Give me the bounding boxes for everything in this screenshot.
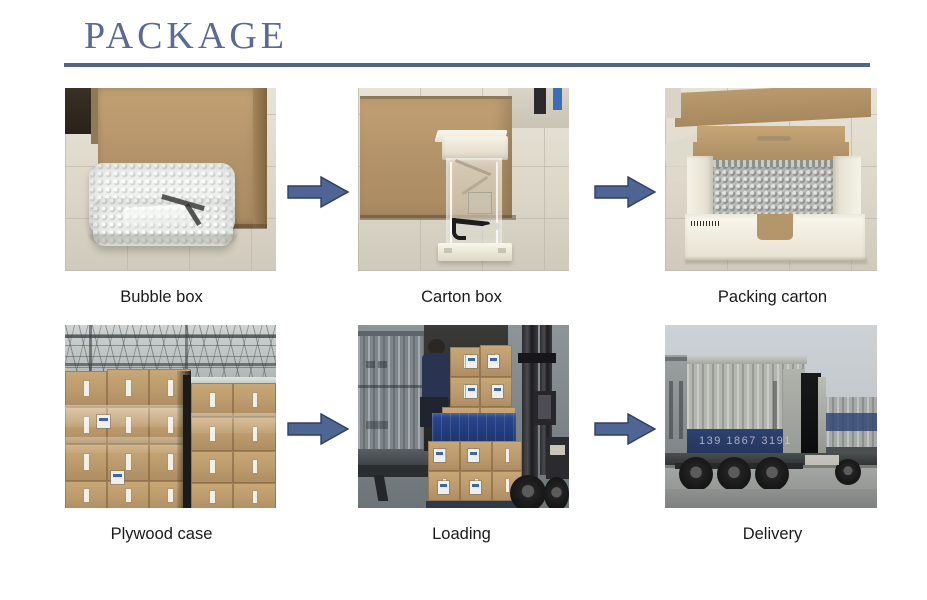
page-title: PACKAGE: [84, 15, 288, 57]
step-caption-plywood-case: Plywood case: [110, 525, 213, 543]
step-card-delivery[interactable]: 139 1867 3191 Delivery: [665, 325, 877, 544]
right-arrow-icon: [287, 412, 349, 446]
container-number-text: 139 1867 3191: [699, 435, 792, 447]
step-caption-bubble-box: Bubble box: [120, 288, 203, 306]
right-arrow-icon: [594, 412, 656, 446]
package-steps-grid: Bubble box: [0, 88, 927, 562]
right-arrow-icon: [594, 175, 656, 209]
step-card-packing-carton[interactable]: Packing carton: [665, 88, 877, 307]
step-caption-loading: Loading: [432, 525, 491, 543]
right-arrow-icon: [287, 175, 349, 209]
step-photo-plywood-case[interactable]: [65, 325, 276, 508]
step-card-loading[interactable]: Loading: [358, 325, 569, 544]
page-header: PACKAGE: [64, 14, 870, 67]
steps-row-top: Bubble box: [0, 88, 927, 325]
step-photo-bubble-box[interactable]: [65, 88, 276, 271]
step-photo-loading[interactable]: [358, 325, 569, 508]
title-divider: [64, 63, 870, 67]
step-caption-packing-carton: Packing carton: [717, 288, 828, 306]
step-card-bubble-box[interactable]: Bubble box: [65, 88, 276, 307]
step-photo-packing-carton[interactable]: [665, 88, 877, 271]
step-photo-delivery[interactable]: 139 1867 3191: [665, 325, 877, 508]
step-caption-delivery: Delivery: [742, 525, 803, 543]
step-caption-carton-box: Carton box: [421, 288, 502, 306]
step-photo-carton-box[interactable]: [358, 88, 569, 271]
step-card-plywood-case[interactable]: Plywood case: [65, 325, 276, 544]
steps-row-bottom: Plywood case: [0, 325, 927, 562]
step-card-carton-box[interactable]: Carton box: [358, 88, 569, 307]
